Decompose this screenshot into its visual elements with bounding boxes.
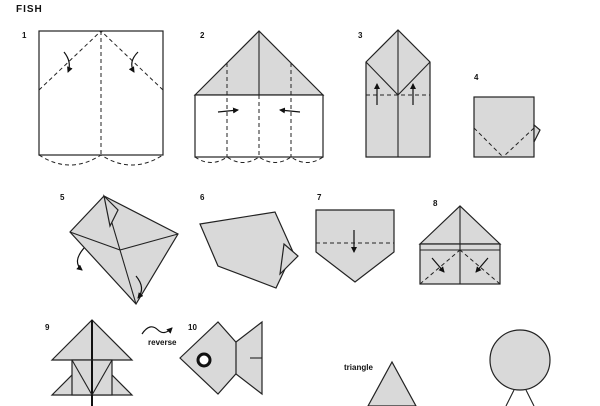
fold-scallop [194,156,324,163]
diagonal-left [71,359,93,396]
fold-arrow-left [63,51,73,73]
triangle-label: triangle [344,363,373,372]
step-9-number: 9 [45,323,50,332]
step-3-number: 3 [358,31,363,40]
fold-scallop [38,154,164,166]
step-5-number: 5 [60,193,65,202]
fish-tail [235,320,263,396]
folded-paper [315,209,395,283]
step-6: 6 [199,193,299,289]
reverse-label: reverse [148,338,177,347]
step-4-number: 4 [474,73,479,82]
diagonal-left [365,61,399,96]
step-3: 3 [358,29,431,158]
triangle-shape [367,360,417,406]
fold-arrow-left [431,257,445,273]
fish-eye-icon [196,352,212,368]
step-2: 2 [193,30,325,163]
fold-arrow-right [128,51,139,73]
step-1-number: 1 [22,31,27,40]
fold-line-left [419,249,461,285]
step-6-number: 6 [200,193,205,202]
diagonal-right [397,61,431,96]
step-7-number: 7 [317,193,322,202]
fold-arrow-left [217,107,239,114]
step-4: 4 [473,73,541,158]
inner-fold-left [69,231,121,251]
fold-arrow-right [279,107,301,114]
diagram-title: FISH [16,4,43,15]
step-1: 1 [22,30,164,166]
fold-line-right [502,127,535,158]
circle-leg-left [505,389,515,406]
step-5: 5 [60,193,179,305]
step-8: 8 [418,199,502,285]
extra-shapes: triangle [344,329,551,406]
fold-arrow-right [475,257,489,273]
inner-fold-right [119,233,179,251]
diagonal-right [91,359,113,396]
reverse-annotation: reverse [141,326,177,347]
fold-line-right [459,249,501,285]
fold-line-left [38,30,102,91]
side-flap [533,123,541,143]
step-8-number: 8 [433,199,438,208]
step-2-number: 2 [200,31,205,40]
fold-arrow-bottom [135,275,144,299]
top-flap [103,194,119,228]
step-10: 10 [179,320,263,396]
diamond-paper [69,195,179,305]
square-paper [473,96,535,158]
side-flap [279,242,299,276]
pentagon-paper [199,211,294,289]
step-10-number: 10 [188,323,197,332]
step-9: 9 [45,319,134,406]
circle-shape [489,329,551,391]
fold-arrow-left [76,247,85,271]
step-7: 7 [315,193,395,283]
circle-leg-right [525,389,535,406]
reverse-fold-icon [141,326,173,335]
